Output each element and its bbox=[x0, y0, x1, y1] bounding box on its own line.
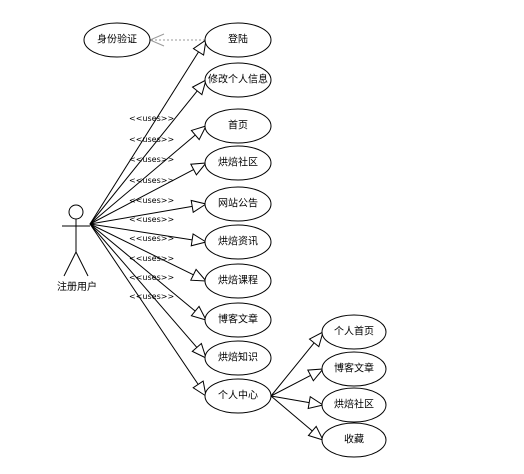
sub-arrowhead-my_community bbox=[307, 395, 325, 410]
use-case-knowledge: 烘焙知识 bbox=[204, 340, 272, 376]
use-case-community: 烘焙社区 bbox=[204, 145, 272, 181]
sub-case-favorite: 收藏 bbox=[321, 422, 387, 458]
uses-arrowhead-notice bbox=[190, 199, 208, 214]
uses-arrowhead-login bbox=[192, 38, 207, 56]
uses-line-community bbox=[89, 169, 194, 225]
sub-case-favorite-label: 收藏 bbox=[344, 433, 364, 446]
uses-line-course bbox=[89, 223, 194, 276]
use-case-news-label: 烘焙资讯 bbox=[218, 235, 258, 248]
sub-case-my_home: 个人首页 bbox=[321, 314, 387, 350]
use-case-knowledge-label: 烘焙知识 bbox=[218, 351, 258, 364]
use-case-center-label: 个人中心 bbox=[218, 389, 258, 402]
use-case-notice: 网站公告 bbox=[204, 186, 272, 222]
uses-arrowhead-blog bbox=[190, 305, 207, 321]
sub-arrowhead-favorite bbox=[307, 425, 324, 441]
actor-left-leg bbox=[63, 251, 77, 277]
actor-right-leg bbox=[75, 251, 89, 277]
use-case-course-label: 烘焙课程 bbox=[218, 274, 258, 287]
uses-stereotype: <<uses>> bbox=[129, 114, 174, 123]
sub-case-my_community-ellipse bbox=[321, 387, 387, 423]
use-case-center-ellipse bbox=[204, 378, 272, 414]
sub-case-my_blog-ellipse bbox=[321, 351, 387, 387]
uses-arrowhead-news bbox=[190, 233, 208, 247]
sub-case-my_community: 烘焙社区 bbox=[321, 387, 387, 423]
uses-line-news bbox=[89, 223, 193, 241]
use-case-news-ellipse bbox=[204, 224, 272, 260]
uses-line-center bbox=[89, 223, 199, 385]
uses-line-knowledge bbox=[89, 223, 198, 348]
uses-stereotype: <<uses>> bbox=[129, 292, 174, 301]
sub-line-my_community bbox=[270, 395, 310, 404]
use-case-blog-ellipse bbox=[204, 302, 272, 338]
sub-line-favorite bbox=[270, 395, 313, 432]
uses-line-edit bbox=[89, 90, 198, 225]
uses-arrowhead-edit bbox=[191, 79, 207, 96]
use-case-blog-label: 博客文章 bbox=[218, 313, 258, 326]
uses-arrowhead-knowledge bbox=[191, 342, 207, 359]
use-case-login-ellipse bbox=[204, 22, 272, 58]
external-identity-check: 身份验证 bbox=[83, 22, 151, 58]
use-case-community-label: 烘焙社区 bbox=[218, 156, 258, 169]
actor-head bbox=[68, 204, 84, 220]
use-case-news: 烘焙资讯 bbox=[204, 224, 272, 260]
actor-registered-user: 注册用户 bbox=[57, 204, 97, 293]
uses-line-notice bbox=[89, 205, 193, 225]
sub-case-my_blog-label: 博客文章 bbox=[334, 362, 374, 375]
use-case-home-label: 首页 bbox=[228, 119, 248, 132]
use-case-center: 个人中心 bbox=[204, 378, 272, 414]
sub-arrowhead-my_home bbox=[308, 331, 324, 348]
use-case-edit-label: 修改个人信息 bbox=[208, 73, 268, 86]
actor-label: 注册用户 bbox=[57, 280, 97, 293]
uses-stereotype: <<uses>> bbox=[129, 254, 174, 263]
sub-case-my_home-label: 个人首页 bbox=[334, 325, 374, 338]
use-case-course: 烘焙课程 bbox=[204, 263, 272, 299]
external-identity-check-ellipse bbox=[83, 22, 151, 58]
uses-line-home bbox=[89, 134, 196, 225]
node-layer: 登陆修改个人信息首页烘焙社区网站公告烘焙资讯烘焙课程博客文章烘焙知识个人中心<<… bbox=[83, 22, 387, 458]
use-case-knowledge-ellipse bbox=[204, 340, 272, 376]
sub-case-my_home-ellipse bbox=[321, 314, 387, 350]
sub-case-my_blog: 博客文章 bbox=[321, 351, 387, 387]
use-case-login: 登陆 bbox=[204, 22, 272, 58]
uses-stereotype: <<uses>> bbox=[129, 176, 174, 185]
uses-line-login bbox=[89, 51, 199, 225]
use-case-community-ellipse bbox=[204, 145, 272, 181]
uses-stereotype: <<uses>> bbox=[129, 155, 174, 164]
use-case-login-label: 登陆 bbox=[228, 33, 248, 46]
sub-arrowhead-my_blog bbox=[307, 368, 325, 382]
uses-arrowhead-community bbox=[190, 162, 208, 176]
uses-stereotype: <<uses>> bbox=[129, 215, 174, 224]
use-case-notice-ellipse bbox=[204, 186, 272, 222]
sub-line-my_home bbox=[270, 342, 315, 397]
sub-case-favorite-ellipse bbox=[321, 422, 387, 458]
use-case-edit-ellipse bbox=[204, 62, 272, 98]
use-case-notice-label: 网站公告 bbox=[218, 197, 258, 210]
sub-case-my_community-label: 烘焙社区 bbox=[334, 398, 374, 411]
external-identity-check-label: 身份验证 bbox=[97, 33, 137, 46]
use-case-home: 首页 bbox=[204, 108, 272, 144]
connector-layer bbox=[89, 33, 325, 441]
use-case-blog: 博客文章 bbox=[204, 302, 272, 338]
uses-stereotype: <<uses>> bbox=[129, 234, 174, 243]
uses-arrowhead-center bbox=[192, 380, 207, 398]
uses-stereotype: <<uses>> bbox=[129, 273, 174, 282]
sub-line-my_blog bbox=[270, 375, 311, 397]
uses-arrowhead-home bbox=[190, 125, 207, 141]
use-case-edit: 修改个人信息 bbox=[204, 62, 272, 98]
uses-stereotype: <<uses>> bbox=[129, 135, 174, 144]
uses-stereotype: <<uses>> bbox=[129, 196, 174, 205]
uses-line-blog bbox=[89, 223, 196, 312]
use-case-course-ellipse bbox=[204, 263, 272, 299]
use-case-home-ellipse bbox=[204, 108, 272, 144]
uses-arrowhead-course bbox=[190, 268, 208, 282]
